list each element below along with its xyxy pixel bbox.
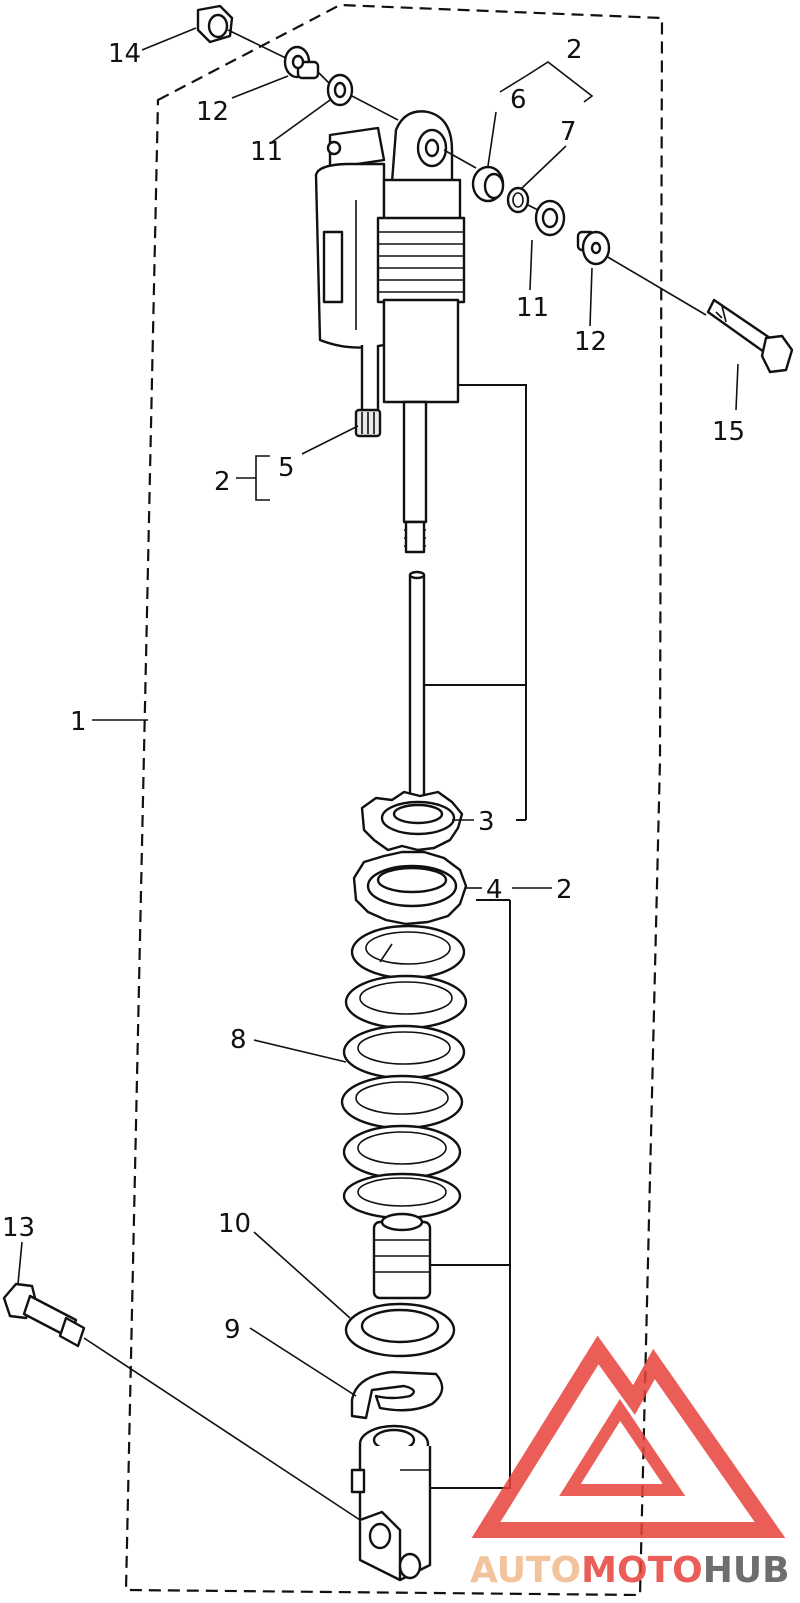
spring-8 [340, 924, 468, 1220]
watermark-triangle-icon [471, 1335, 786, 1538]
callout-14: 14 [108, 39, 141, 69]
callout-12-left: 12 [196, 97, 229, 127]
callout-2-top: 2 [566, 35, 583, 65]
callout-3: 3 [478, 807, 495, 837]
lower-clevis [350, 1424, 432, 1582]
nut-14 [196, 4, 234, 44]
group-bracket-upper [420, 384, 527, 686]
watermark-text-hub: HUB [703, 1550, 790, 1591]
watermark-text-auto: AUTO [470, 1550, 581, 1591]
reservoir [314, 126, 386, 420]
spring-seat-10 [344, 1302, 456, 1358]
bump-stop [372, 1212, 432, 1300]
callout-13: 13 [2, 1213, 35, 1243]
callout-2-left: 2 [214, 467, 231, 497]
callout-7: 7 [560, 117, 577, 147]
piston-rod [408, 570, 426, 817]
callout-11-left: 11 [250, 137, 283, 167]
callout-4: 4 [486, 875, 503, 905]
callout-10: 10 [218, 1209, 251, 1239]
callout-8: 8 [230, 1025, 247, 1055]
group-bracket-lower [422, 1264, 511, 1489]
watermark-text-moto: MOTO [581, 1550, 703, 1591]
bushing-5 [354, 408, 382, 438]
seal-11-left [326, 73, 354, 107]
automotohub-watermark: AUTOMOTOHUB [470, 1335, 790, 1591]
bolt-13 [2, 1282, 86, 1348]
callout-12-right: 12 [574, 327, 607, 357]
seal-11-right [534, 199, 566, 237]
callout-11-right: 11 [516, 293, 549, 323]
callout-2-right: 2 [556, 875, 573, 905]
bearing-6 [471, 165, 505, 203]
watermark-inner-triangle-icon [559, 1398, 686, 1496]
callout-6: 6 [510, 85, 527, 115]
callout-9: 9 [224, 1315, 241, 1345]
adjuster-ring-4 [352, 850, 468, 926]
collar-12-left [283, 45, 320, 80]
bolt-15 [706, 298, 794, 374]
collar-12-right [576, 230, 611, 266]
locknut-3 [360, 790, 464, 852]
svg-text:AUTOMOTOHUB: AUTOMOTOHUB [470, 1550, 790, 1591]
circlip-7 [506, 186, 530, 214]
retainer-9 [350, 1370, 444, 1420]
callout-5: 5 [278, 453, 295, 483]
damper-body [376, 110, 466, 554]
callout-15: 15 [712, 417, 745, 447]
callout-1: 1 [70, 707, 87, 737]
